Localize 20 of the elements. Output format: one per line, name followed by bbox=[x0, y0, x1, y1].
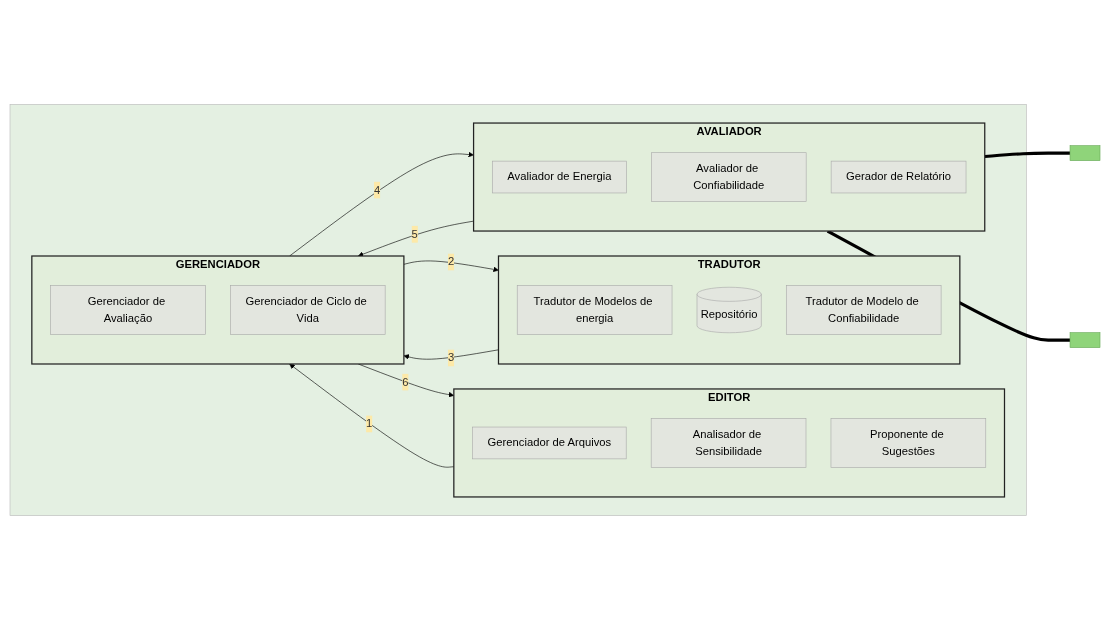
edge-label: 4 bbox=[373, 183, 380, 196]
node-box bbox=[1069, 144, 1100, 161]
node-box: Tradutor de Modelo de Confiabilidade bbox=[785, 284, 941, 335]
node-box: Tradutor de Modelos de energia bbox=[516, 284, 672, 335]
node-box bbox=[1069, 331, 1100, 348]
node-box: Analisador de Sensibilidade bbox=[650, 417, 806, 468]
cluster bbox=[9, 103, 1027, 516]
edge-label: 1 bbox=[365, 416, 372, 430]
node-box: Avaliador de Energia bbox=[491, 160, 627, 193]
edge-label: 5 bbox=[411, 227, 418, 240]
node-box: Gerenciador de Avaliação bbox=[49, 284, 206, 335]
edge-label: 2 bbox=[447, 254, 454, 268]
edge-label: 6 bbox=[401, 375, 409, 388]
connector bbox=[984, 151, 1070, 158]
node-box: Gerenciador de Arquivos bbox=[471, 426, 626, 459]
node-box: Avaliador de Confiabilidade bbox=[650, 151, 806, 202]
edge-label: 3 bbox=[447, 350, 454, 364]
node-box: Gerenciador de Ciclo de Vida bbox=[229, 284, 385, 335]
node-box: Gerador de Relatório bbox=[830, 160, 966, 193]
node-box: Proponente de Sugestões bbox=[830, 417, 986, 468]
